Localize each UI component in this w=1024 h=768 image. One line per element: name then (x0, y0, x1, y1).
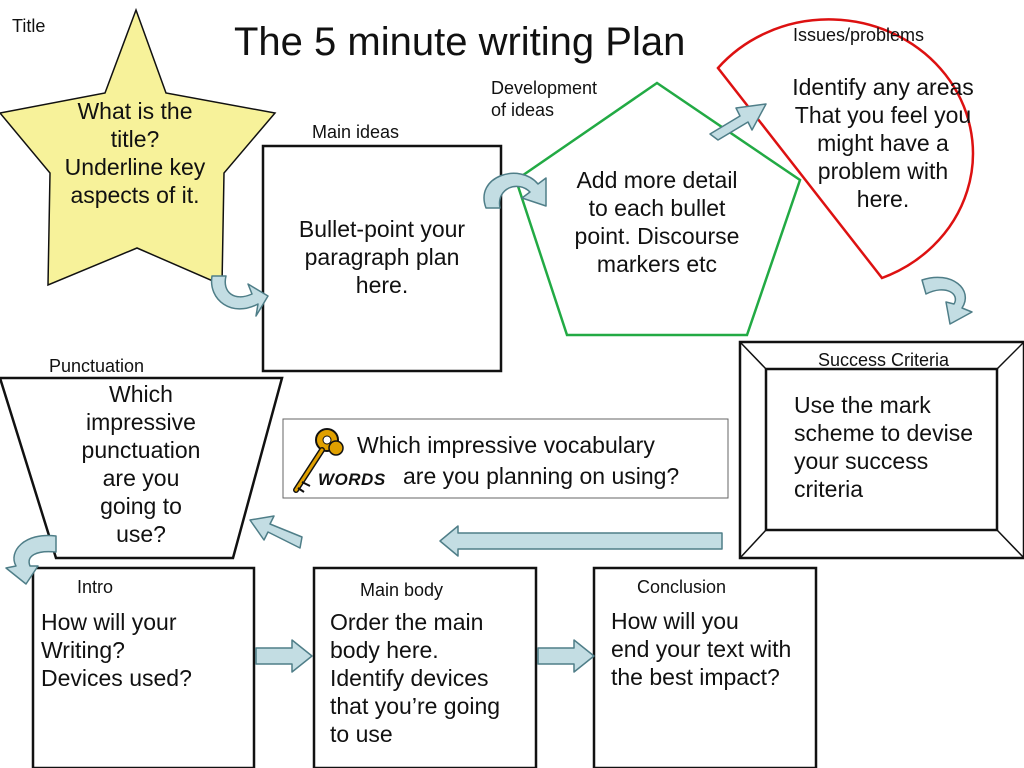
success-criteria-label: Success Criteria (818, 350, 950, 370)
right-arrow-icon (537, 639, 595, 673)
issues-text: Identify any areas That you feel you mig… (792, 74, 974, 213)
main-body-label: Main body (360, 580, 444, 600)
left-arrow-icon (439, 525, 723, 557)
title-star-shape (0, 7, 277, 287)
issues-label: Issues/problems (793, 25, 925, 45)
intro-label: Intro (77, 577, 114, 597)
intro-text: How will your Writing? Devices used? (41, 609, 192, 692)
main-ideas-text: Bullet-point your paragraph plan here. (298, 216, 466, 299)
punctuation-label: Punctuation (49, 356, 145, 376)
punctuation-text: Which impressive punctuation are you goi… (81, 381, 201, 548)
words-key-logo-icon (293, 428, 386, 493)
main-body-text: Order the main body here. Identify devic… (330, 609, 501, 748)
title-prompt-text: What is the title? Underline key aspects… (64, 98, 206, 209)
punctuation-trapezoid (0, 376, 284, 560)
issues-shape (716, 18, 975, 280)
straight-arrow-icon (709, 103, 767, 141)
straight-arrow-icon (249, 515, 303, 549)
curved-arrow-icon (483, 172, 547, 209)
curved-arrow-icon (210, 275, 269, 317)
vocabulary-text-line2: are you planning on using? (403, 463, 680, 489)
curved-arrow-icon (921, 276, 973, 325)
conclusion-text: How will you end your text with the best… (611, 608, 792, 691)
success-criteria-inner-frame (764, 367, 999, 532)
title-label: Title (12, 16, 46, 36)
development-text: Add more detail to each bullet point. Di… (574, 167, 740, 278)
words-logo-text: WORDS (318, 470, 386, 489)
intro-box (31, 566, 256, 768)
main-ideas-label: Main ideas (312, 122, 400, 142)
success-criteria-text: Use the mark scheme to devise your succe… (794, 392, 973, 503)
page-title: The 5 minute writing Plan (234, 20, 686, 64)
conclusion-label: Conclusion (637, 577, 727, 597)
development-pentagon (514, 81, 802, 337)
right-arrow-icon (255, 639, 313, 673)
main-body-box (312, 566, 538, 768)
curved-arrow-icon (5, 534, 57, 585)
development-label: Development of ideas (491, 78, 598, 120)
vocabulary-text-line1: Which impressive vocabulary (357, 432, 655, 458)
conclusion-box (592, 566, 818, 768)
main-ideas-box (261, 144, 503, 373)
